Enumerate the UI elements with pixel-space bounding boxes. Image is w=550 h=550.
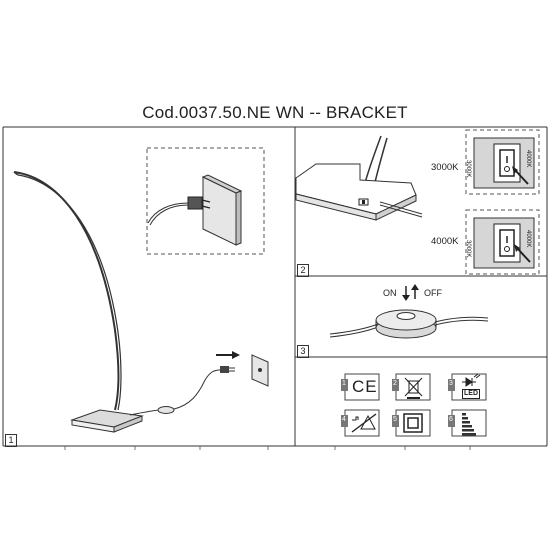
floor-lamp-drawing bbox=[13, 171, 269, 433]
tile-number-1: 1 bbox=[342, 380, 346, 387]
energy-class-icon bbox=[451, 409, 487, 437]
tile-number-3: 3 bbox=[449, 380, 453, 387]
off-label: OFF bbox=[424, 288, 442, 298]
led-text: LED bbox=[462, 389, 480, 399]
panel-number-1: 1 bbox=[5, 434, 17, 447]
switch-detail-4000k bbox=[465, 209, 540, 275]
ce-mark-text: CE bbox=[352, 377, 378, 396]
led-icon bbox=[451, 373, 487, 401]
tile-number-5: 5 bbox=[393, 416, 397, 423]
switch-detail-3000k bbox=[465, 129, 540, 195]
page-title: Cod.0037.50.NE WN -- BRACKET bbox=[142, 103, 408, 122]
tile-number-2: 2 bbox=[393, 380, 397, 387]
foot-switch-drawing bbox=[329, 284, 489, 339]
switch-label-3000k-b: 3000K bbox=[465, 240, 471, 258]
switch-label-4000k-a: 4000K bbox=[525, 150, 531, 168]
switch-label-4000k-b: 4000K bbox=[525, 230, 531, 248]
tile-number-6: 6 bbox=[449, 416, 453, 423]
tile-number-4: 4 bbox=[342, 416, 346, 423]
not-dimmable-icon bbox=[344, 409, 380, 437]
on-label: ON bbox=[383, 288, 397, 298]
panel-frame bbox=[2, 126, 548, 447]
base-switch-drawing bbox=[295, 135, 423, 221]
bottom-ticks bbox=[64, 446, 471, 450]
panel-number-2: 2 bbox=[297, 264, 309, 277]
plug-detail-drawing bbox=[146, 147, 265, 255]
panel-number-3: 3 bbox=[297, 345, 309, 358]
option-3000k-label: 3000K bbox=[431, 162, 459, 173]
option-4000k-label: 4000K bbox=[431, 236, 459, 247]
switch-label-3000k-a: 3000K bbox=[465, 160, 471, 178]
ce-mark-icon bbox=[344, 373, 380, 401]
